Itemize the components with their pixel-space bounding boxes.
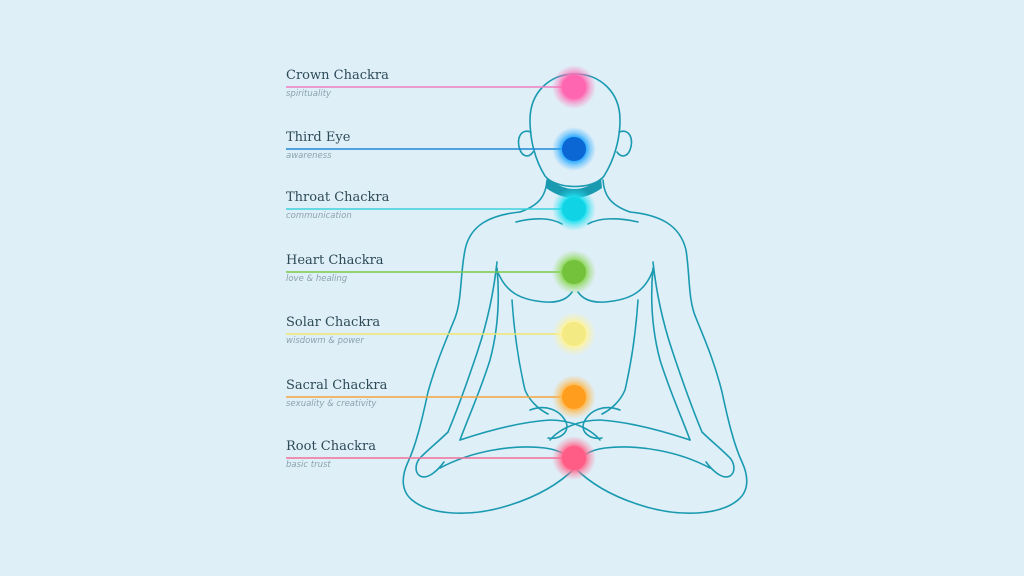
throat-chackra-name: Throat Chackra (286, 190, 390, 205)
right-foot (582, 406, 621, 440)
left-inner-arm (447, 261, 500, 441)
third-eye-label-group: Third Eye awareness (286, 130, 566, 162)
right-hand (701, 431, 735, 478)
ear-right (616, 130, 633, 157)
sacral-chackra-dot (562, 385, 586, 409)
third-eye-name: Third Eye (286, 130, 351, 145)
throat-chackra-dot (562, 197, 586, 221)
sacral-chackra-name: Sacral Chackra (286, 378, 388, 393)
crown-chackra-name: Crown Chackra (286, 68, 389, 83)
chest-right (577, 269, 654, 303)
sacral-chackra-label-group: Sacral Chackra sexuality & creativity (286, 378, 566, 410)
throat-chackra-subtitle: communication (286, 211, 352, 221)
crown-chackra-dot (562, 75, 586, 99)
crown-chackra-subtitle: spirituality (286, 89, 332, 99)
left-thigh (459, 419, 601, 441)
neck-outline (519, 179, 631, 213)
third-eye-subtitle: awareness (286, 151, 332, 161)
throat-chackra-label-group: Throat Chackra communication (286, 190, 566, 222)
chakra-dots (552, 65, 596, 480)
root-chackra-dot (562, 446, 586, 470)
connector-lines (286, 86, 574, 459)
heart-chackra-subtitle: love & healing (286, 274, 348, 284)
right-leg-lower (574, 467, 739, 514)
root-chackra-name: Root Chackra (286, 439, 376, 454)
chest-left (496, 269, 573, 303)
left-foot (529, 406, 568, 440)
right-inner-arm (650, 261, 703, 441)
heart-chackra-label-group: Heart Chackra love & healing (286, 253, 566, 285)
third-eye-dot (562, 137, 586, 161)
torso-right (601, 299, 639, 415)
heart-chackra-name: Heart Chackra (286, 253, 384, 268)
crown-chackra-label-group: Crown Chackra spirituality (286, 68, 566, 100)
root-chackra-label-group: Root Chackra basic trust (286, 439, 566, 471)
ear-left (517, 130, 534, 157)
root-chackra-subtitle: basic trust (286, 460, 331, 470)
solar-chackra-subtitle: wisdowm & power (286, 336, 364, 346)
solar-chackra-label-group: Solar Chackra wisdowm & power (286, 315, 566, 347)
left-arm-outline (402, 211, 521, 501)
left-leg-lower (411, 467, 576, 514)
left-hand (415, 431, 449, 478)
solar-chackra-name: Solar Chackra (286, 315, 381, 330)
heart-chackra-dot (562, 260, 586, 284)
right-arm-outline (629, 211, 748, 501)
meditating-figure-outline (402, 73, 748, 514)
solar-chackra-dot (562, 322, 586, 346)
sacral-chackra-subtitle: sexuality & creativity (286, 399, 377, 409)
right-thigh (549, 419, 691, 441)
head-outline (529, 73, 621, 188)
torso-left (511, 299, 549, 415)
